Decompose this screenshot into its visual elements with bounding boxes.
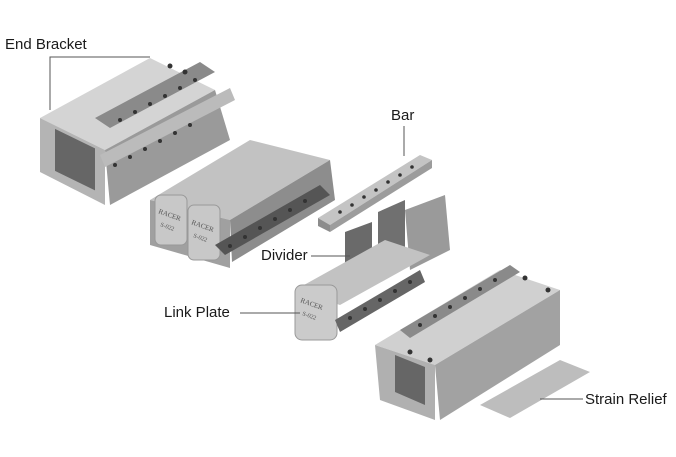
strain-relief-bracket-part: [375, 265, 590, 420]
link-plate-pair: RACER S-022 RACER S-022: [150, 140, 335, 268]
label-bar: Bar: [391, 107, 415, 124]
label-strain-relief: Strain Relief: [585, 391, 667, 408]
leader-lines: [49, 56, 583, 400]
label-link-plate: Link Plate: [164, 304, 230, 321]
link-plate-part: RACER S-022: [294, 240, 430, 341]
part-code-mark: S-022: [301, 311, 317, 322]
label-end-bracket: End Bracket: [5, 36, 87, 53]
leader-end-bracket: [49, 56, 150, 110]
bar-part: [318, 155, 432, 232]
part-code-mark: S-022: [159, 222, 175, 233]
label-divider: Divider: [261, 247, 308, 264]
part-code-mark: S-022: [192, 233, 208, 244]
end-bracket-part: [40, 58, 235, 205]
